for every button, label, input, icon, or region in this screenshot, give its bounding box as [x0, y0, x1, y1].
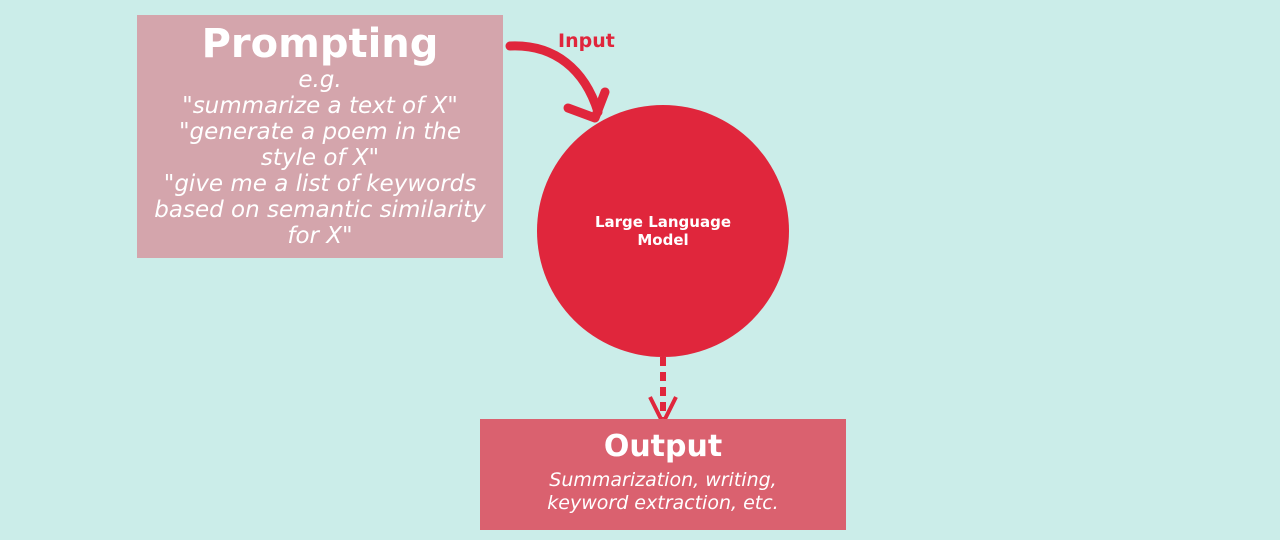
prompting-example: "generate a poem in the style of X": [178, 119, 462, 171]
prompting-title: Prompting: [201, 21, 439, 67]
input-arrow: [505, 41, 603, 117]
output-box: Output Summarization, writing, keyword e…: [480, 419, 846, 530]
input-label: Input: [558, 30, 615, 52]
large-language-model-node: Large Language Model: [537, 105, 789, 357]
prompting-example: "summarize a text of X": [182, 93, 458, 119]
output-title: Output: [603, 429, 723, 464]
prompting-example: e.g.: [298, 67, 342, 93]
prompting-box: Prompting e.g. "summarize a text of X" "…: [137, 15, 503, 258]
output-description: Summarization, writing, keyword extracti…: [547, 469, 779, 514]
input-arrowhead-icon: [563, 87, 610, 123]
prompting-example: "give me a list of keywords based on sem…: [154, 171, 486, 249]
model-label: Large Language Model: [594, 213, 732, 249]
